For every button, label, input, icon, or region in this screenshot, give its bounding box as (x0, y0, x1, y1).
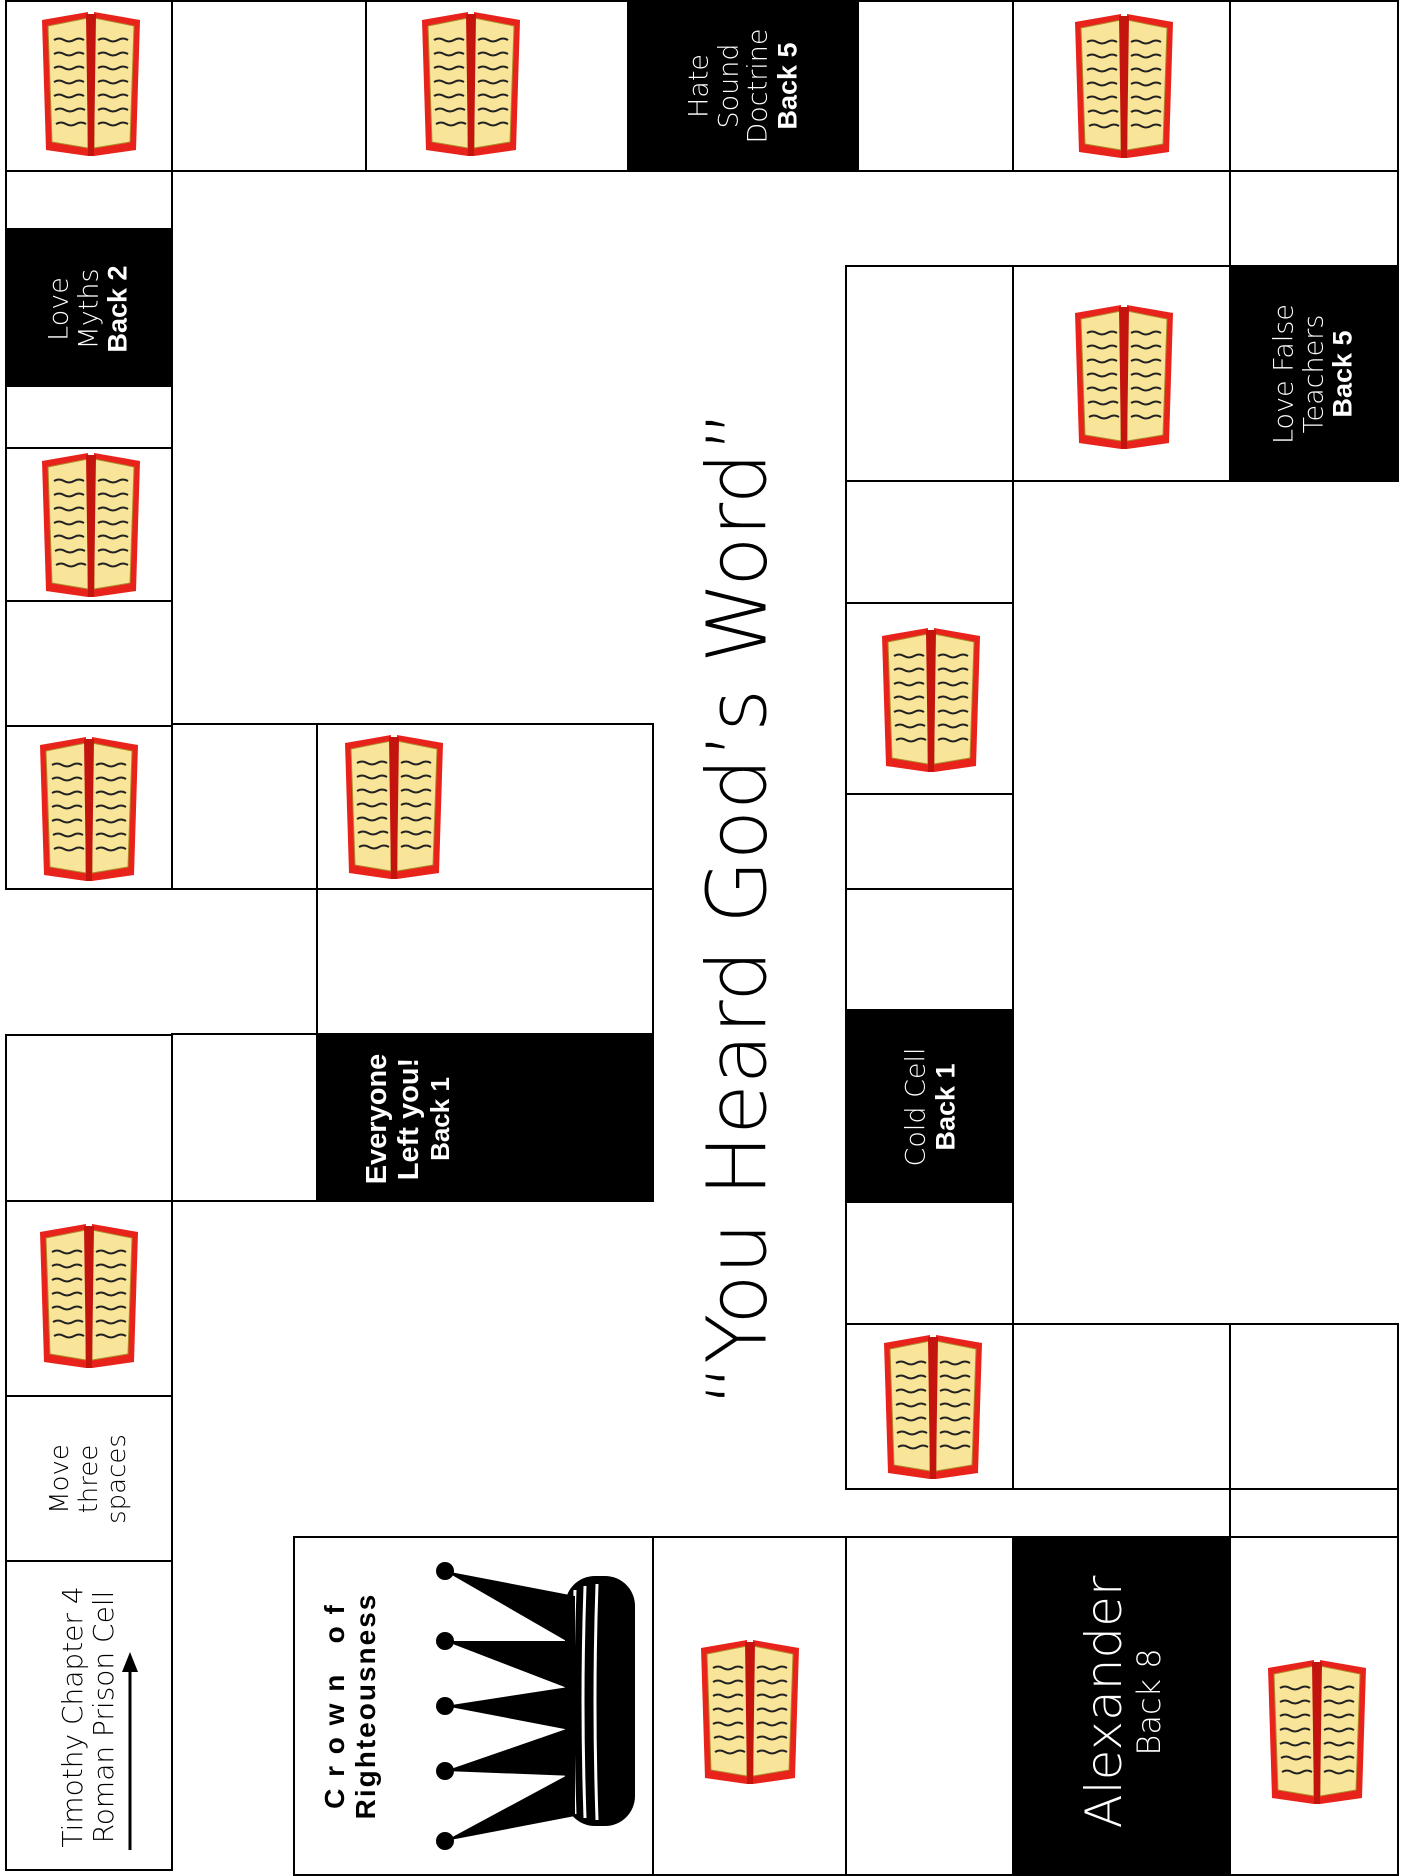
board-space[interactable] (1229, 1536, 1399, 1876)
crown-label: C r o w n o f Righteousness (320, 1593, 382, 1820)
open-bible-icon (877, 1333, 989, 1483)
board-space[interactable] (1229, 1323, 1399, 1490)
board-space[interactable] (845, 265, 1014, 482)
crown-line-1: C r o w n o f (320, 1593, 351, 1820)
board-space[interactable] (845, 480, 1014, 604)
board-space-crown-of-righteousness[interactable]: C r o w n o f Righteousness (293, 1536, 654, 1876)
alexander-label: Alexander Back 8 (1077, 1576, 1167, 1829)
board-space[interactable] (1012, 0, 1231, 172)
hate-line-2: Sound (714, 28, 744, 143)
start-label: Timothy Chapter 4 Roman Prison Cell (58, 1586, 120, 1847)
everyone-left-label: Everyone Left you! Back 1 (362, 1054, 454, 1185)
board-space-alexander[interactable]: Alexander Back 8 (1012, 1536, 1231, 1876)
arrow-icon (115, 1650, 145, 1850)
board-space[interactable] (652, 1536, 847, 1876)
board-space[interactable] (5, 170, 173, 230)
board-space[interactable] (845, 602, 1014, 795)
crown-line-2: Righteousness (351, 1593, 382, 1820)
false-line-1: Love False (1269, 304, 1299, 444)
board-space[interactable] (1012, 1323, 1231, 1490)
board-space[interactable] (845, 1536, 1014, 1876)
board-space[interactable] (5, 385, 173, 449)
open-bible-icon (35, 451, 147, 601)
cold-cell-label: Cold Cell Back 1 (901, 1047, 960, 1166)
everyone-line-2: Left you! (394, 1054, 426, 1185)
board-space[interactable] (171, 1033, 318, 1202)
move-line-2: three (75, 1434, 104, 1524)
move-line-1: Move (46, 1434, 75, 1524)
board-space[interactable] (1012, 265, 1231, 482)
board-space[interactable] (1229, 170, 1399, 267)
everyone-penalty: Back 1 (426, 1054, 455, 1185)
board-space[interactable] (5, 0, 173, 172)
board-space-love-false-teachers[interactable]: Love False Teachers Back 5 (1229, 265, 1399, 482)
board-space[interactable] (171, 0, 367, 172)
open-bible-icon (33, 735, 145, 885)
everyone-line-1: Everyone (362, 1054, 394, 1185)
board-space[interactable] (5, 600, 173, 727)
board-space-hate-sound-doctrine[interactable]: Hate Sound Doctrine Back 5 (627, 0, 859, 172)
cold-penalty: Back 1 (931, 1047, 961, 1166)
board-space[interactable] (845, 888, 1014, 1011)
false-line-2: Teachers (1299, 304, 1329, 444)
hate-line-1: Hate (685, 28, 715, 143)
alexander-name: Alexander (1077, 1576, 1132, 1829)
start-title: Timothy Chapter 4 (58, 1586, 89, 1847)
board-space[interactable] (316, 723, 654, 890)
board-space-start[interactable]: Timothy Chapter 4 Roman Prison Cell (5, 1560, 173, 1871)
hate-line-3: Doctrine (744, 28, 774, 143)
board-space-cold-cell[interactable]: Cold Cell Back 1 (845, 1009, 1014, 1203)
board-space[interactable] (5, 447, 173, 602)
cold-line-1: Cold Cell (901, 1047, 931, 1166)
board-space[interactable] (1229, 1488, 1399, 1538)
open-bible-icon (33, 1222, 145, 1372)
myths-penalty: Back 2 (104, 265, 134, 352)
open-bible-icon (338, 733, 450, 883)
hate-penalty: Back 5 (774, 28, 804, 143)
board-space[interactable] (1229, 0, 1399, 172)
open-bible-icon (1261, 1658, 1373, 1808)
board-space[interactable] (845, 1323, 1014, 1490)
board-space[interactable] (5, 1200, 173, 1397)
love-myths-label: Love Myths Back 2 (44, 265, 133, 352)
alexander-penalty: Back 8 (1132, 1576, 1167, 1829)
open-bible-icon (1068, 303, 1180, 453)
board-title: “You Heard God’s Word” (691, 410, 786, 1407)
board-space[interactable] (5, 1034, 173, 1202)
board-space[interactable] (5, 725, 173, 890)
board-space[interactable] (845, 793, 1014, 890)
hate-doctrine-label: Hate Sound Doctrine Back 5 (685, 28, 804, 143)
myths-line-1: Love (44, 265, 74, 352)
open-bible-icon (694, 1638, 806, 1788)
open-bible-icon (1068, 12, 1180, 162)
board-space[interactable] (845, 1201, 1014, 1325)
false-penalty: Back 5 (1329, 304, 1359, 444)
board-space[interactable] (365, 0, 629, 172)
open-bible-icon (415, 10, 527, 160)
board-space-everyone-left-you[interactable]: Everyone Left you! Back 1 (316, 1033, 654, 1202)
board-space[interactable] (171, 723, 318, 890)
move-three-label: Move three spaces (46, 1434, 132, 1524)
move-line-3: spaces (103, 1434, 132, 1524)
false-teachers-label: Love False Teachers Back 5 (1269, 304, 1358, 444)
open-bible-icon (35, 10, 147, 160)
crown-icon (435, 1556, 645, 1856)
board-space-love-myths[interactable]: Love Myths Back 2 (5, 228, 173, 387)
board-space-move-three[interactable]: Move three spaces (5, 1395, 173, 1562)
myths-line-2: Myths (74, 265, 104, 352)
board-space[interactable] (316, 888, 654, 1035)
open-bible-icon (875, 626, 987, 776)
board-space[interactable] (857, 0, 1014, 172)
